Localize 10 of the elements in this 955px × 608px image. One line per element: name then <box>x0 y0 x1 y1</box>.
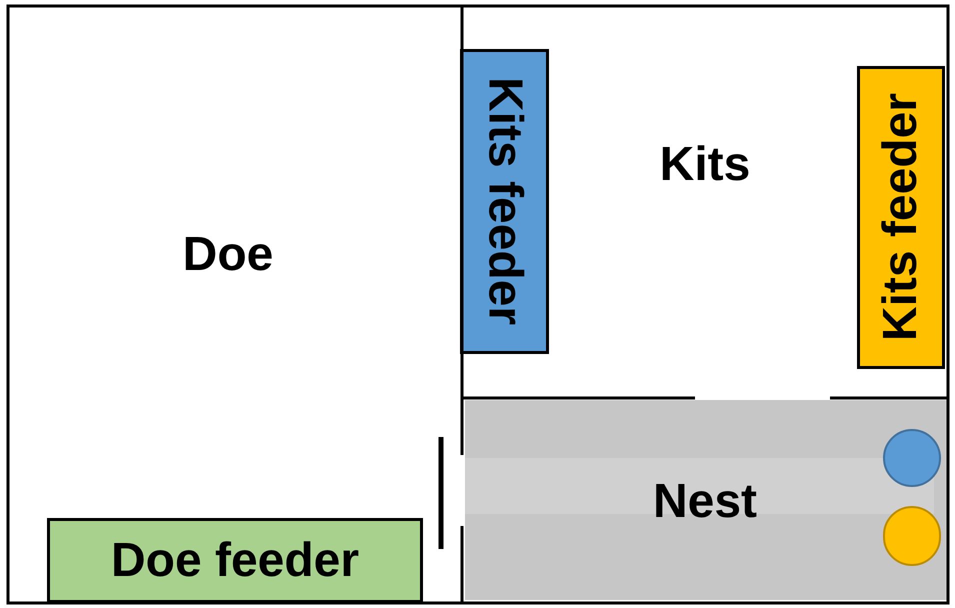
area-label: Kits <box>658 141 752 189</box>
feeder-label: Doe feeder <box>110 536 360 584</box>
nest-area <box>465 400 948 600</box>
area-label: Nest <box>652 478 758 526</box>
feeder-label: Kits feeder <box>480 77 528 326</box>
feeder-label: Kits feeder <box>877 93 925 342</box>
feeder <box>47 518 423 603</box>
feeder <box>460 49 549 354</box>
feeder <box>857 66 945 369</box>
area-label: Doe <box>182 231 274 279</box>
